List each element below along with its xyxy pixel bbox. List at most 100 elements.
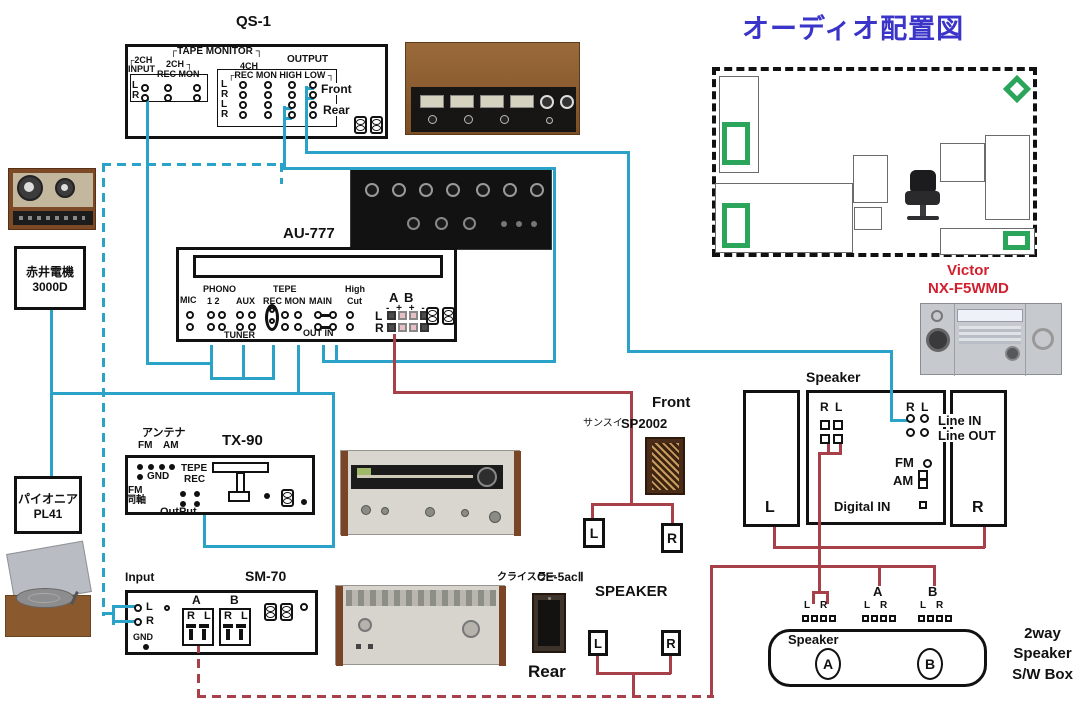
terminal-square	[802, 615, 809, 622]
swbox-b-letter: B	[924, 656, 936, 672]
wire	[322, 345, 325, 363]
wire	[297, 345, 300, 395]
swbox-caption: 2way Speaker S/W Box	[1005, 624, 1080, 685]
ce5ac-speaker-photo	[532, 593, 566, 653]
au777-title: AU-777	[283, 225, 335, 242]
au777-vent	[193, 255, 443, 278]
terminal-square	[936, 615, 943, 622]
wire	[197, 644, 200, 697]
wire	[305, 151, 630, 154]
terminal-port	[309, 91, 317, 99]
pl41-turntable-photo	[5, 540, 93, 640]
wire	[283, 167, 556, 170]
qs1-2ch-input-label: ┌2CH	[128, 55, 153, 65]
qs1-4ch-group-outline	[217, 69, 337, 127]
victor-line-l: L	[921, 400, 929, 414]
terminal-port	[314, 311, 322, 319]
tx90-gnd-label: GND	[147, 471, 170, 482]
din-plug-icon	[370, 116, 383, 134]
terminal-square	[871, 615, 878, 622]
terminal-port	[294, 323, 302, 331]
terminal-port	[164, 605, 170, 611]
terminal-dot	[264, 493, 270, 499]
tx90-coax-label: 同軸	[126, 495, 146, 506]
terminal-port	[248, 311, 256, 319]
qs1-front-label: Front	[321, 82, 352, 96]
speaker-terminal-bar	[223, 624, 233, 628]
terminal-dot	[194, 501, 200, 507]
swbox-body	[768, 629, 987, 687]
wire	[710, 565, 713, 698]
terminal-port	[164, 84, 172, 92]
wire	[102, 163, 282, 166]
victor-spk-l: L	[835, 400, 843, 414]
wire	[710, 565, 936, 568]
swbox-g1-r: R	[820, 600, 828, 611]
terminal-port	[248, 323, 256, 331]
victor-am-terminal-slot	[920, 478, 926, 481]
terminal-port	[905, 427, 915, 437]
wire	[203, 545, 335, 548]
victor-digital-in-label: Digital IN	[834, 499, 891, 514]
terminal-dot	[194, 491, 200, 497]
terminal-square	[889, 615, 896, 622]
terminal-port	[239, 101, 247, 109]
wire	[393, 334, 396, 394]
qs1-amplifier-photo	[405, 42, 580, 135]
victor-brand: Victor	[947, 262, 990, 279]
terminal-port	[239, 111, 247, 119]
victor-speaker-label: Speaker	[806, 369, 861, 385]
front-r-letter: R	[666, 530, 678, 546]
terminal-port	[294, 311, 302, 319]
wire	[818, 452, 842, 455]
swbox-g1-l: L	[804, 600, 811, 611]
wire	[335, 345, 338, 363]
au777-phono-label: PHONO	[203, 284, 237, 294]
wire	[632, 672, 635, 698]
wire	[242, 345, 245, 380]
terminal-port	[269, 318, 275, 324]
sm70-r-label: R	[146, 615, 154, 627]
speaker-terminal-bar	[202, 629, 206, 640]
wire	[591, 503, 673, 506]
tx90-tuner-photo	[340, 450, 521, 536]
page-title: オーディオ配置図	[742, 14, 965, 44]
wire	[773, 546, 985, 549]
terminal-dot	[180, 501, 186, 507]
qs1-4ch-row-r2: R	[221, 109, 229, 120]
terminal-dot	[301, 499, 307, 505]
wire	[553, 167, 556, 363]
rear-model: CE-5acⅡ	[537, 570, 584, 584]
wire	[320, 326, 333, 329]
terminal-square	[398, 323, 407, 332]
speaker-terminal-bar	[239, 629, 243, 640]
au777-tuner-label: TUNER	[224, 330, 255, 340]
terminal-port	[346, 323, 354, 331]
rear-l-letter: L	[594, 635, 602, 651]
wire	[671, 503, 674, 525]
front-l-box: L	[583, 518, 605, 548]
wire	[320, 314, 333, 317]
tx90-rec-label: REC	[184, 474, 206, 485]
furniture-rect	[854, 207, 882, 230]
terminal-port	[288, 111, 296, 119]
victor-speaker-l-box	[743, 390, 800, 527]
swbox-a-circle: A	[815, 648, 841, 680]
au777-high-label: High	[345, 284, 365, 294]
sp2002-speaker-photo	[645, 437, 685, 495]
sm70-input-label: Input	[125, 570, 155, 584]
furniture-rect	[715, 183, 853, 253]
qs1-row-l: L	[132, 80, 139, 91]
au777-amplifier-photo	[350, 168, 552, 250]
terminal-square	[833, 420, 843, 430]
qs1-2ch-input-label2: INPUT	[128, 64, 155, 74]
tx90-fm-label: FM	[138, 440, 153, 451]
terminal-square	[945, 615, 952, 622]
terminal-port	[193, 84, 201, 92]
terminal-square	[918, 615, 925, 622]
wire	[890, 350, 893, 422]
wire	[102, 163, 105, 616]
speaker-terminal-bar	[236, 624, 246, 628]
wire	[283, 117, 292, 120]
terminal-port	[309, 101, 317, 109]
